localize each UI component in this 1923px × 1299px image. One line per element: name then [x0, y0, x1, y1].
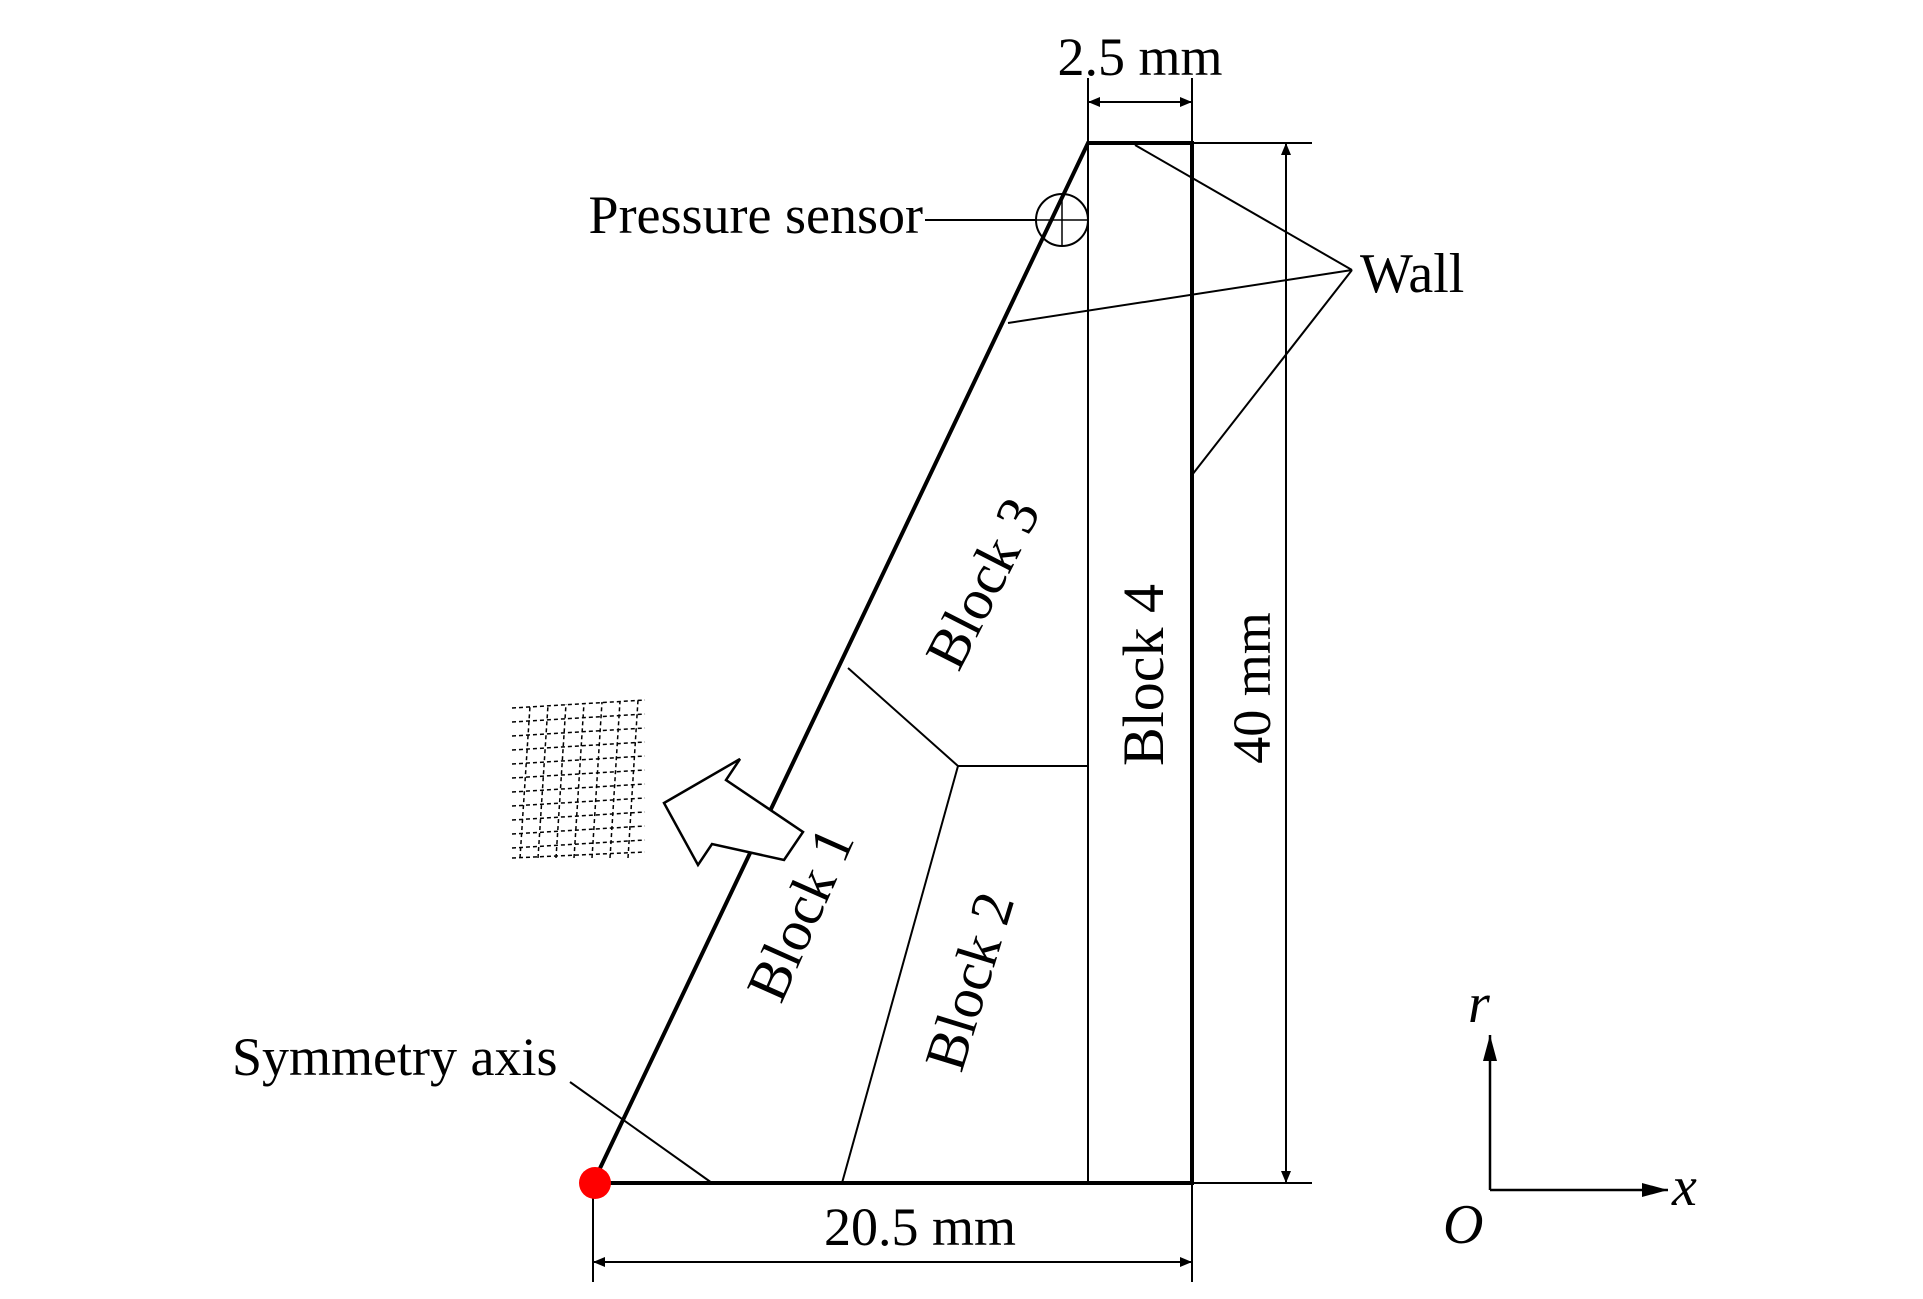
symmetry-axis-leader: [569, 1081, 713, 1184]
block3-label: Block 3: [912, 487, 1053, 679]
mesh-inset-icon: [511, 699, 646, 859]
dim-top-label: 2.5 mm: [1057, 27, 1222, 87]
mesh-pointer-arrow: [662, 757, 805, 868]
dim-right-label: 40 mm: [1222, 612, 1282, 764]
block1-block2-boundary: [841, 765, 959, 1184]
origin-label: O: [1443, 1194, 1483, 1256]
wall-leader-top: [1134, 144, 1353, 271]
r-axis-label: r: [1468, 973, 1490, 1035]
pressure-sensor-label: Pressure sensor: [589, 185, 923, 245]
dim-bottom-label: 20.5 mm: [824, 1197, 1016, 1257]
block4-label: Block 4: [1111, 584, 1176, 766]
symmetry-axis-marker: [579, 1167, 611, 1199]
wall-leader-middle: [1007, 269, 1353, 324]
symmetry-axis-label: Symmetry axis: [232, 1027, 557, 1087]
wall-leader-right: [1191, 269, 1353, 476]
block1-block3-boundary: [847, 667, 959, 767]
x-axis-label: x: [1671, 1156, 1697, 1218]
block2-label: Block 2: [912, 885, 1027, 1078]
domain-outline: [589, 141, 1194, 1185]
wall-label: Wall: [1360, 243, 1464, 305]
